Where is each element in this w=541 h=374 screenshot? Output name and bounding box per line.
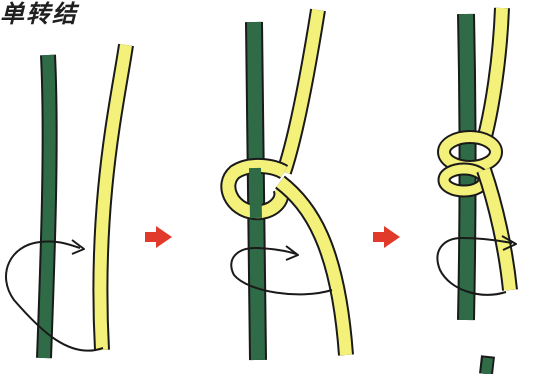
- step-2-panel: [228, 10, 346, 360]
- step-3-panel: [437, 8, 516, 374]
- step-2-green-over-loop: [255, 168, 256, 218]
- step-1-panel: [6, 45, 126, 358]
- step-2-wrap-path: [231, 248, 332, 294]
- step-3-bottom-cord-end-fill: [486, 358, 488, 374]
- step-2-yellow-upper-fill: [284, 10, 318, 172]
- step-1-yellow-cord-fill: [100, 45, 126, 350]
- step-1-green-cord-fill: [44, 55, 50, 358]
- red-arrow-1-icon: [145, 226, 172, 248]
- red-arrow-2-icon: [373, 226, 400, 248]
